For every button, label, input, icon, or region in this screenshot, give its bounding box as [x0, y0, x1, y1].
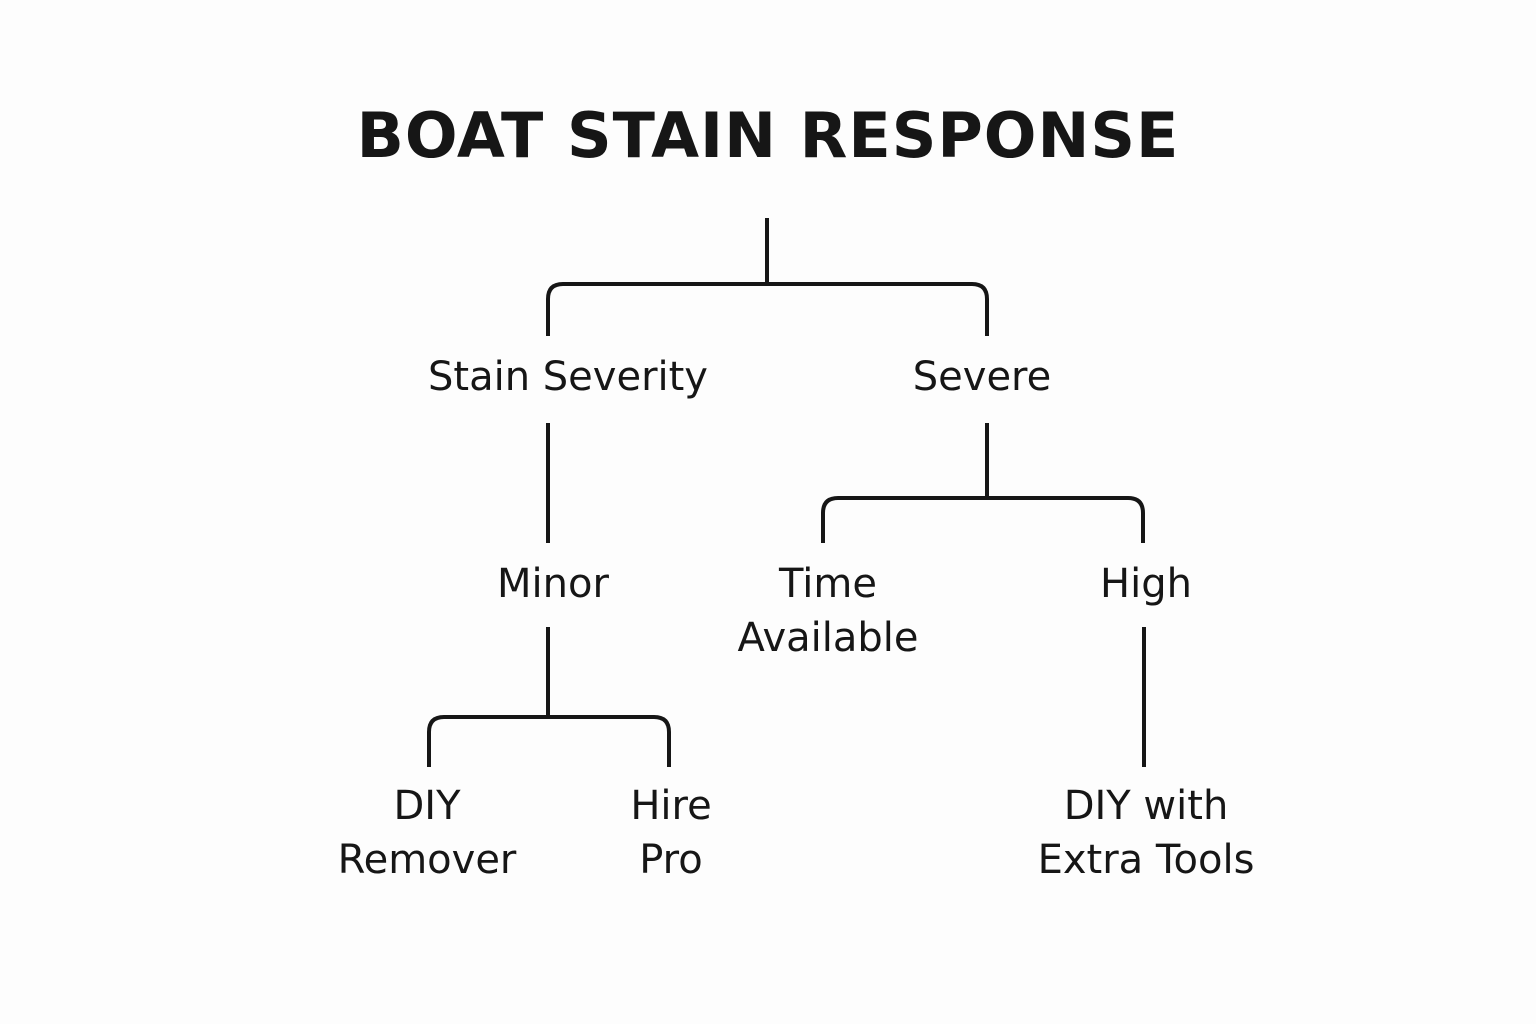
node-label-line-1: Hire	[630, 783, 712, 829]
node-label-line-2: Remover	[337, 837, 517, 883]
node-label-line-2: Pro	[639, 837, 703, 883]
node-label: Severe	[912, 354, 1052, 400]
connector-severe-branch	[821, 496, 1145, 543]
node-label-line-1: Time	[779, 561, 877, 607]
node-label-line-1: DIY	[393, 783, 461, 829]
node-high: High	[1100, 557, 1192, 611]
node-label-line-2: Available	[737, 615, 919, 661]
node-stain-severity: Stain Severity	[428, 350, 708, 404]
connector-root-branch	[546, 282, 989, 336]
node-diy-extra-tools: DIY with Extra Tools	[1038, 779, 1255, 887]
node-diy-remover: DIY Remover	[338, 779, 517, 887]
diagram-title: BOAT STAIN RESPONSE	[356, 99, 1180, 172]
node-minor: Minor	[497, 557, 609, 611]
node-time-available: Time Available	[737, 557, 918, 665]
connector-minor-branch	[427, 715, 671, 767]
node-label: High	[1100, 561, 1192, 607]
node-hire-pro: Hire Pro	[630, 779, 711, 887]
node-label: Minor	[497, 561, 609, 607]
node-label-line-1: DIY with	[1063, 783, 1229, 829]
node-label-line-2: Extra Tools	[1037, 837, 1255, 883]
node-label: Stain Severity	[428, 354, 708, 400]
node-severe: Severe	[913, 350, 1051, 404]
